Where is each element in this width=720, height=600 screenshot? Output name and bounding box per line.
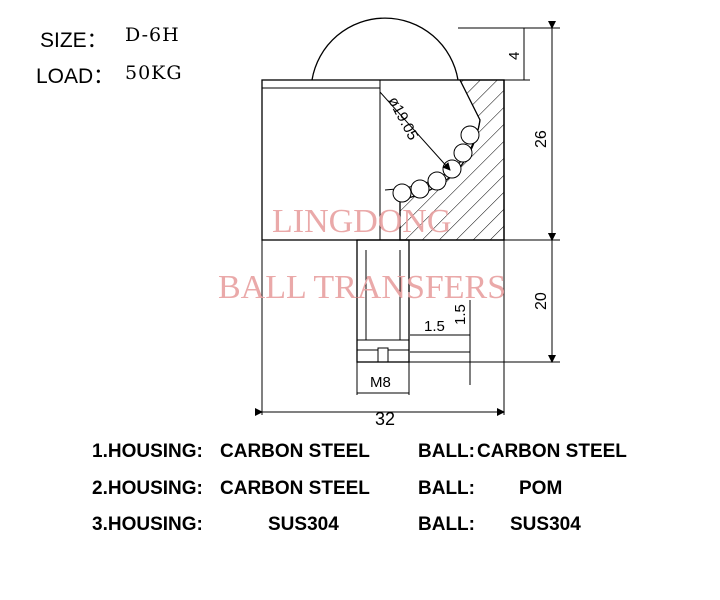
overall-width-label: 32 [375, 409, 395, 429]
material-3-housing: SUS304 [268, 514, 339, 535]
material-3-ball: SUS304 [510, 514, 581, 535]
stud-height-label: 20 [533, 292, 550, 310]
material-1-ball-label: BALL: [418, 441, 475, 462]
stud-slot [377, 347, 389, 363]
material-2-num: 2.HOUSING: [92, 478, 203, 499]
material-3-num: 3.HOUSING: [92, 514, 203, 535]
ball-protrusion-label: 4 [506, 52, 523, 60]
load-value: 50KG [125, 62, 183, 84]
watermark-line2: BALL TRANSFERS [218, 269, 506, 306]
support-balls [392, 125, 480, 203]
size-label: SIZE： [40, 29, 108, 52]
thread-label: M8 [370, 374, 391, 391]
material-2-housing: CARBON STEEL [220, 478, 370, 499]
material-1-housing: CARBON STEEL [220, 441, 370, 462]
body-height-label: 26 [533, 130, 550, 148]
slot-depth-label: 1.5 [452, 304, 469, 325]
ball-diameter-label: ø19.05 [384, 94, 421, 143]
material-3-ball-label: BALL: [418, 514, 475, 535]
watermark-line1: LINGDONG [272, 203, 451, 240]
slot-width-label: 1.5 [424, 318, 445, 335]
material-1-num: 1.HOUSING: [92, 441, 203, 462]
main-ball [311, 17, 459, 81]
material-1-ball: CARBON STEEL [477, 441, 627, 462]
size-value: D-6H [125, 24, 180, 46]
ball-transfer-drawing: ø19.05 1.5 1.5 M8 32 4 26 20 LINGDONG BA… [218, 17, 560, 429]
material-2-ball-label: BALL: [418, 478, 475, 499]
load-label: LOAD： [36, 65, 115, 88]
material-2-ball: POM [519, 478, 563, 499]
